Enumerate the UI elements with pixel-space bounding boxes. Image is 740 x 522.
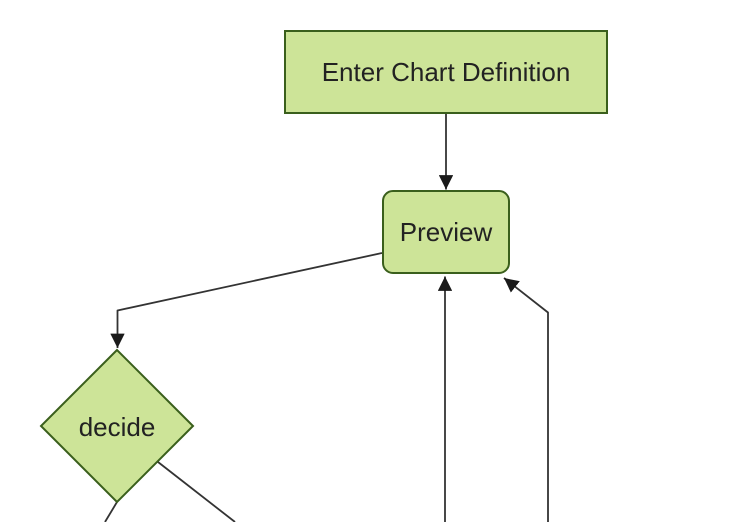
node-enter-chart-definition-label: Enter Chart Definition: [322, 57, 571, 87]
node-preview-box: [382, 190, 510, 274]
edge-preview-to-decide: [110, 252, 383, 348]
node-decide: decide: [39, 348, 195, 504]
node-decide-label: decide: [79, 412, 156, 442]
edge-offscreen-bottom-right-to-preview: [503, 277, 549, 522]
node-preview: Preview: [382, 190, 510, 274]
node-enter-chart-definition: Enter Chart Definition: [284, 30, 608, 114]
node-enter-chart-definition-box: [284, 30, 608, 114]
node-preview-label: Preview: [400, 217, 493, 247]
node-decide-diamond: [39, 348, 195, 504]
edge-decide-to-offscreen-bottom-left: [104, 501, 118, 522]
edge-decide-to-offscreen-bottom-right: [157, 461, 236, 522]
